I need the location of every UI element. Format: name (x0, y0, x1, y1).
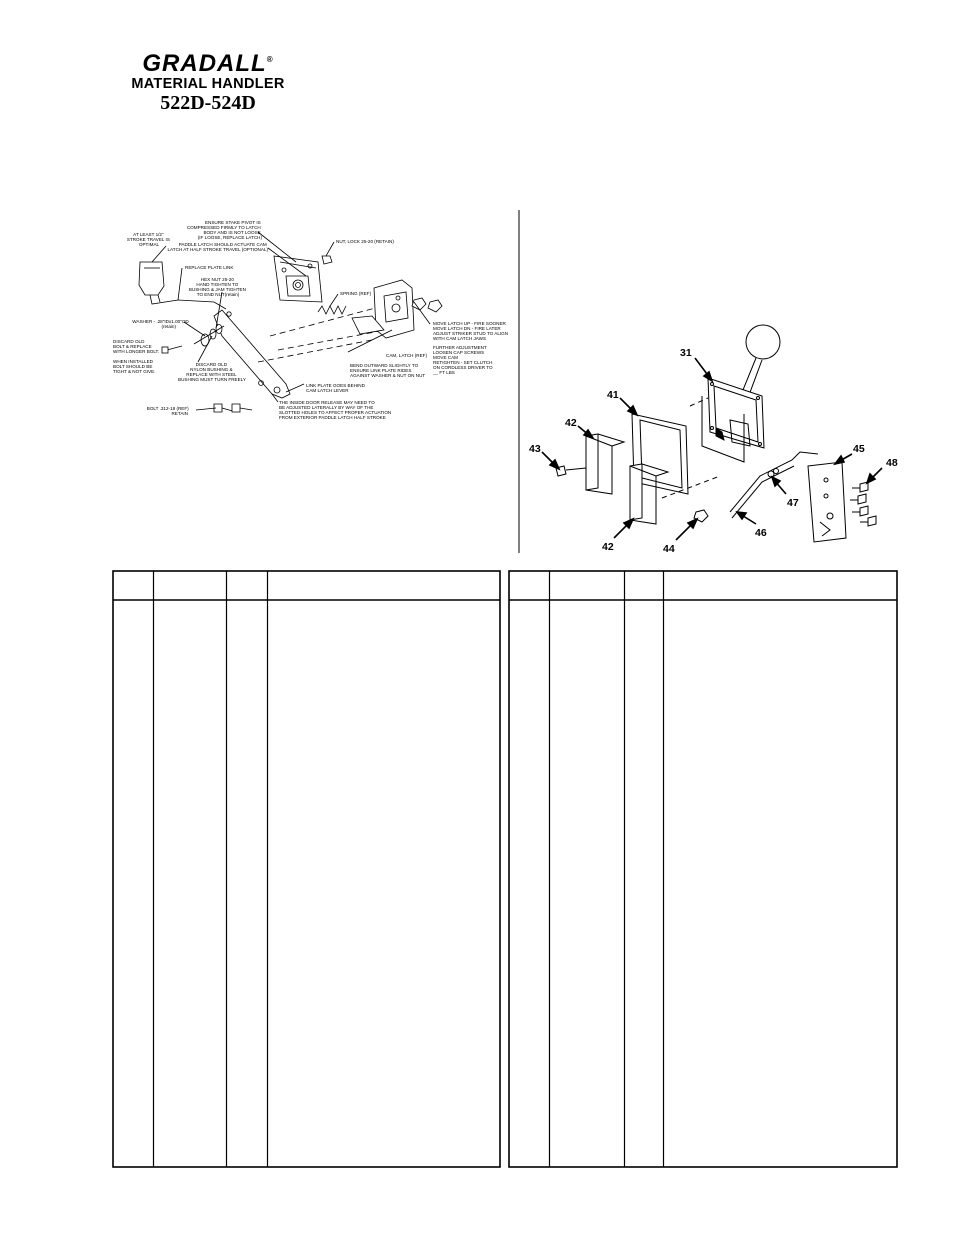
label-bend-outward: BEND OUTWARD SLIGHTLY TO ENSURE LINK PLA… (350, 363, 425, 378)
shifter-callout-arrows (541, 357, 883, 541)
model-number: 522D-524D (160, 92, 256, 114)
label-spring: SPRING (REF) (340, 291, 372, 296)
paddle-latch-diagram (138, 231, 443, 413)
label-bolt: BOLT .312-18 (REF) RETAIN (147, 406, 190, 416)
callout-42-bottom: 42 (602, 541, 614, 553)
label-cam-latch: CAM, LATCH (REF) (386, 353, 427, 358)
parts-table-right (508, 570, 898, 1168)
brand-text: GRADALL (142, 50, 267, 77)
label-stroke-travel: AT LEAST 1/2" STROKE TRAVEL IS OPTIMAL (127, 232, 171, 247)
gradall-logo: GRADALL® MATERIAL HANDLER 522D-524D (113, 48, 303, 114)
shifter-diagram (555, 324, 877, 543)
paddle-latch-labels: AT LEAST 1/2" STROKE TRAVEL IS OPTIMAL E… (113, 220, 509, 420)
callout-41: 41 (607, 389, 619, 401)
callout-48: 48 (886, 457, 898, 469)
label-nut-lock: NUT, LOCK 25-20 (RETAIN) (336, 239, 394, 244)
callout-45: 45 (853, 443, 865, 455)
label-inside-door: THE INSIDE DOOR RELEASE MAY NEED TO BE A… (279, 400, 393, 420)
shifter-callouts: 31 41 42 43 42 44 45 46 47 48 (529, 347, 898, 555)
label-discard-bolt: DISCARD OLD BOLT & REPLACE WITH LONGER B… (113, 339, 160, 374)
brand-name: GRADALL® (113, 48, 303, 76)
label-discard-bushing: DISCARD OLD NYLON BUSHING & REPLACE WITH… (178, 362, 246, 382)
label-washer: WASHER - .28"IDx1.00"OD (retain) (132, 319, 190, 329)
callout-47: 47 (787, 497, 799, 509)
label-link-plate: LINK PLATE GOES BEHIND CAM LATCH LEVER (306, 383, 366, 393)
callout-31: 31 (680, 347, 692, 359)
label-move-latch: MOVE LATCH UP - FIRE SOONER MOVE LATCH D… (432, 321, 509, 375)
callout-44: 44 (663, 543, 675, 555)
callout-42-top: 42 (565, 417, 577, 429)
label-paddle-latch: PADDLE LATCH SHOULD ACTUATE CAM LATCH AT… (168, 242, 269, 252)
callout-46: 46 (755, 527, 767, 539)
parts-table-left (112, 570, 501, 1168)
registered-mark: ® (266, 55, 274, 64)
label-hex-nut: HEX NUT 25-20 HAND TIGHTEN TO BUSHING & … (189, 277, 247, 297)
label-replace-plate-link: REPLACE PLATE LINK (185, 265, 234, 270)
label-stake-pivot: ENSURE STAKE PIVOT IS COMPRESSED FIRMLY … (187, 220, 263, 240)
callout-43: 43 (529, 443, 541, 455)
product-line: MATERIAL HANDLER (131, 76, 285, 92)
